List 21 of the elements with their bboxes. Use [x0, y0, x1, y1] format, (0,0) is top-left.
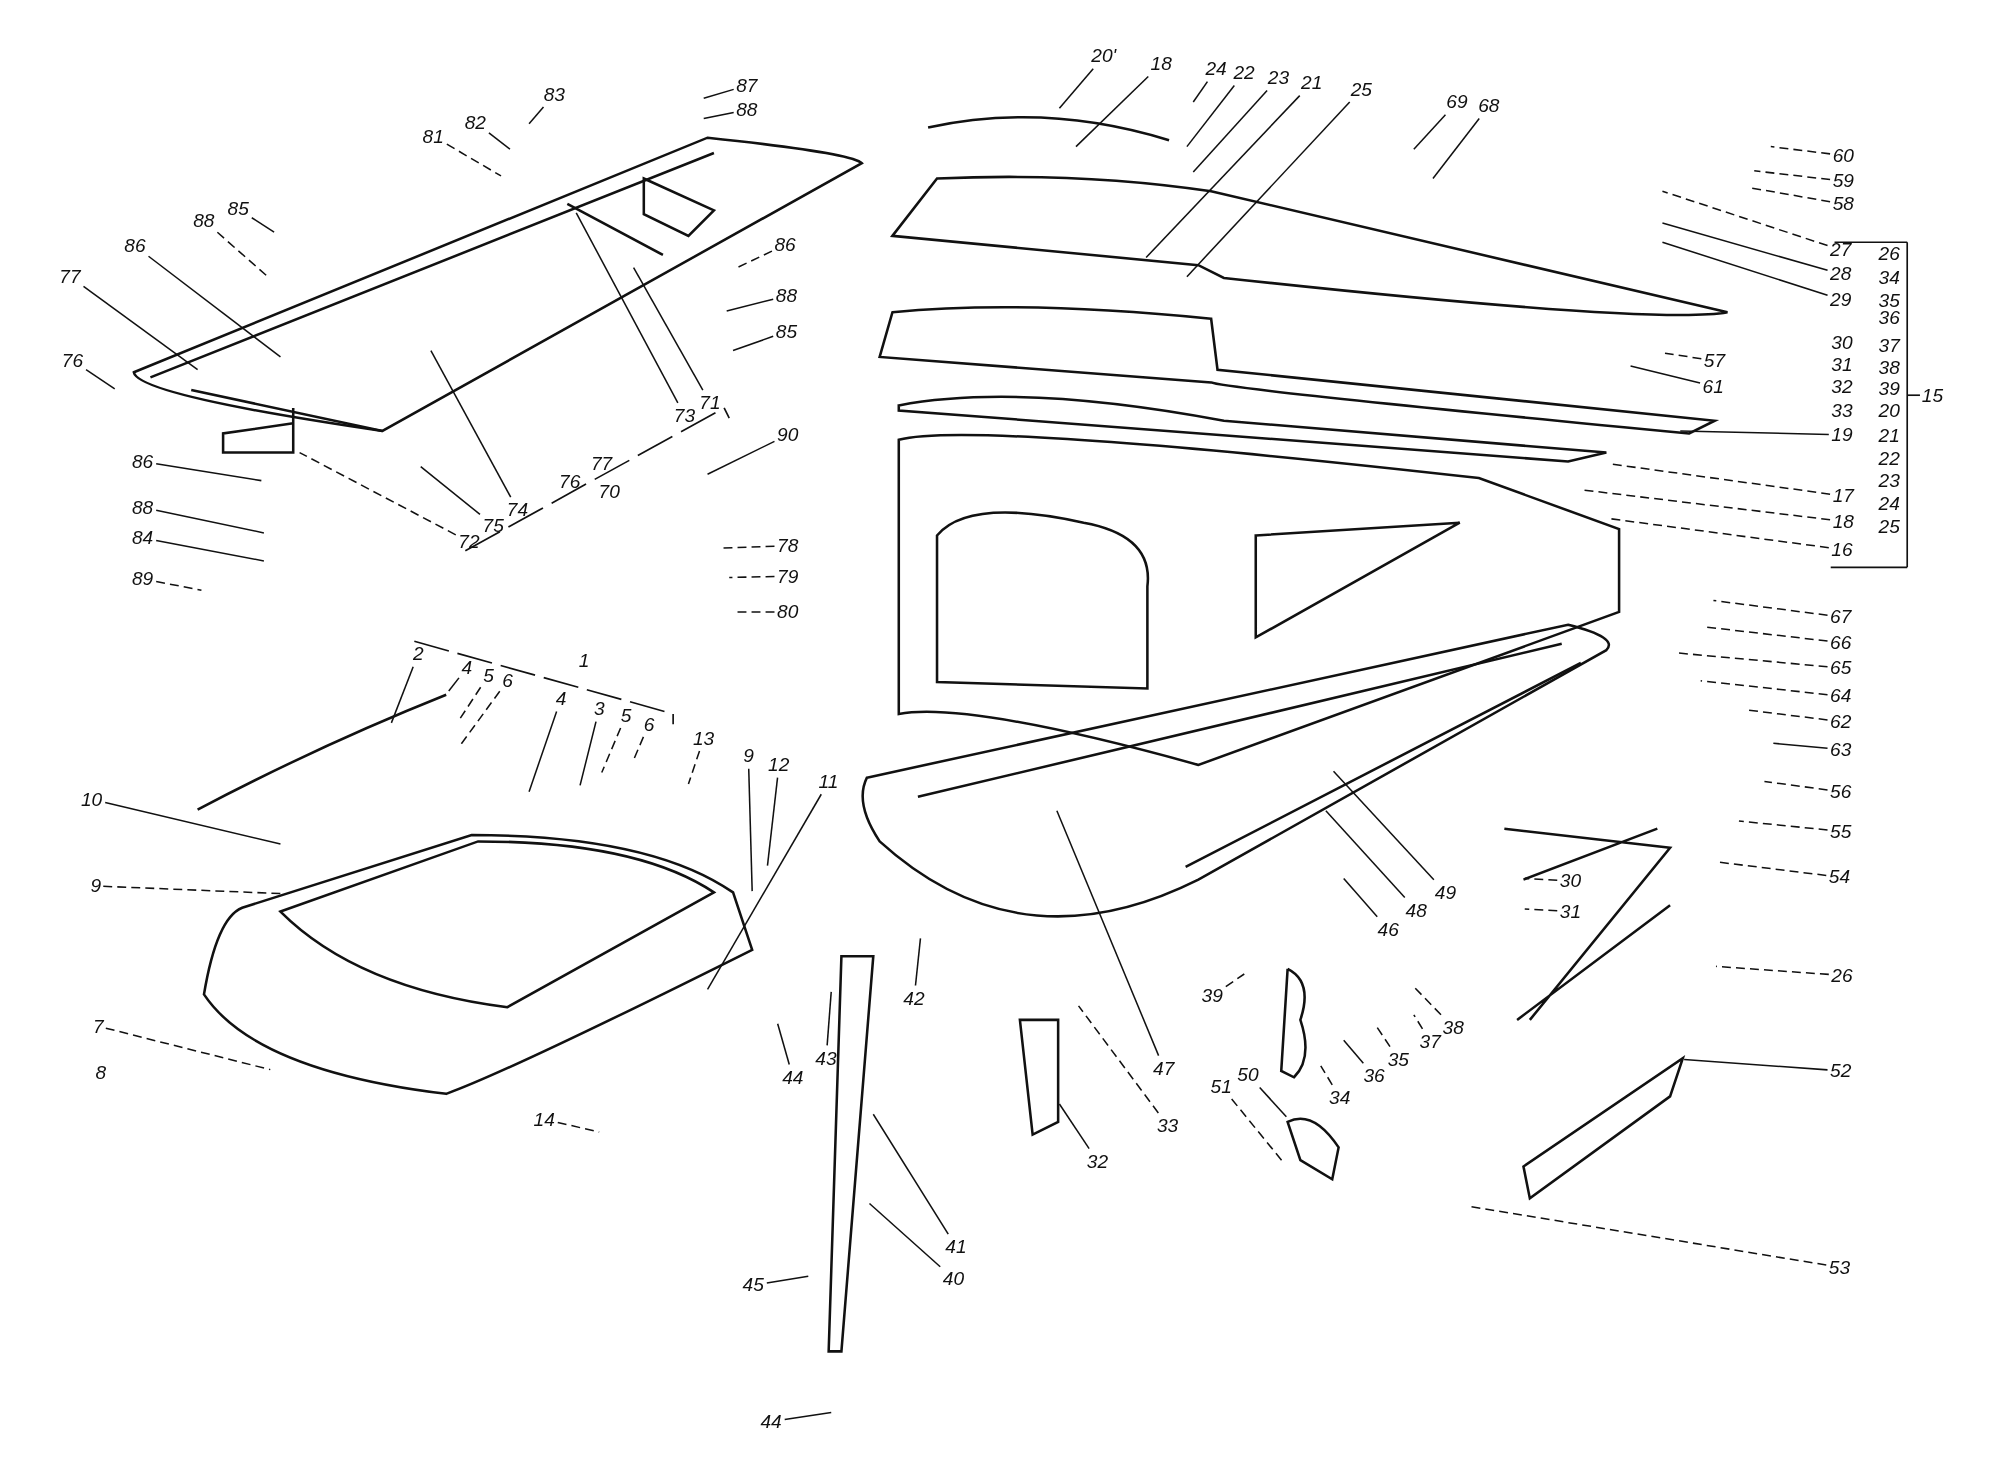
- callout-number: 33: [1831, 400, 1853, 421]
- callout-number: 24: [1878, 493, 1900, 514]
- callout-number: 8: [95, 1061, 107, 1083]
- callout-number: 34: [1878, 267, 1900, 289]
- callout-number: 77: [590, 453, 613, 475]
- callout-number: 25: [1878, 516, 1900, 537]
- callout-number: 20: [1878, 400, 1900, 421]
- callout-number: 32: [1831, 376, 1853, 397]
- callout-number: 22: [1878, 448, 1900, 470]
- callout-number: 31: [1831, 354, 1853, 375]
- callout-number: 39: [1878, 378, 1900, 400]
- callout-number: 21: [1878, 425, 1900, 447]
- callout-number: 37: [1878, 335, 1900, 356]
- callout-number: 38: [1878, 356, 1900, 378]
- callout-number: 30: [1831, 332, 1853, 354]
- callout-number: 1: [578, 650, 590, 671]
- callout-number: 23: [1878, 470, 1900, 491]
- callout-number: 70: [598, 481, 620, 503]
- callout-number: 15: [1921, 385, 1944, 406]
- callout-number: 26: [1878, 243, 1900, 264]
- callout-number: 76: [559, 471, 581, 493]
